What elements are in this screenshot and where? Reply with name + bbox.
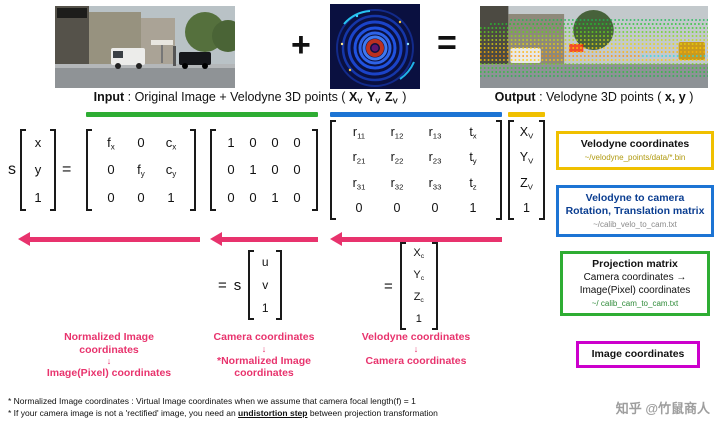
legend-velodyne-path: ~/velodyne_points/data/*.bin: [584, 153, 686, 162]
footnote-1-text: * Normalized Image coordinates : Virtual…: [8, 396, 416, 406]
stage-label-normalized-bottom: *Normalized Image coordinates: [217, 354, 311, 380]
scale-factor-s: s: [8, 161, 16, 178]
footnote-2-post: between projection transformation: [307, 407, 438, 418]
stage-label-normalized: Camera coordinates ↓ *Normalized Image c…: [200, 331, 328, 380]
main-equals-sign: =: [62, 161, 72, 178]
legend-projection-line1: Camera coordinates →: [583, 272, 687, 283]
flow-arrow-to-camera: [330, 232, 502, 246]
legend-velo-to-cam-title2: Rotation, Translation matrix: [565, 205, 705, 217]
legend-projection-line2: Image(Pixel) coordinates: [579, 285, 691, 296]
footnote-2-undistortion: undistortion step: [238, 407, 308, 418]
stage-label-pixel: Normalized Image coordinates ↓ Image(Pix…: [44, 331, 174, 380]
down-arrow-icon: ↓: [106, 356, 112, 366]
rotation-translation-highlight-bar: [330, 112, 502, 117]
legend-velodyne-coordinates: Velodyne coordinates ~/velodyne_points/d…: [556, 131, 714, 170]
footnote-1: * Normalized Image coordinates : Virtual…: [8, 396, 438, 408]
stage-label-velodyne-bottom: Camera coordinates: [365, 354, 467, 367]
input-caption: Input : Original Image + Velodyne 3D poi…: [35, 90, 465, 105]
footnote-2-mid: image, you need an: [158, 407, 239, 418]
equals-operator: =: [437, 24, 457, 62]
input-street-photo: [55, 6, 235, 88]
footnotes: * Normalized Image coordinates : Virtual…: [8, 396, 438, 419]
flow-arrow-to-normalized: [210, 232, 318, 246]
footnote-2-pre: * If your camera image is not a: [8, 407, 126, 418]
footnote-2: * If your camera image is not a 'rectifi…: [8, 408, 438, 420]
input-caption-close: ): [398, 90, 407, 104]
output-caption: Output : Velodyne 3D points ( x, y ): [472, 90, 716, 104]
watermark-text: 知乎 @竹鼠商人: [615, 401, 710, 416]
camera-equals-sign: =: [384, 277, 393, 295]
legend-velo-to-cam-title1: Velodyne to camera: [585, 192, 685, 204]
velodyne-vector-highlight-bar: [508, 112, 545, 117]
flow-arrow-to-pixel: [18, 232, 200, 246]
footnote-2-rectified: 'rectified': [125, 407, 159, 418]
normalized-scale-s: s: [233, 276, 242, 294]
legend-image-title: Image coordinates: [591, 348, 685, 360]
down-arrow-icon: ↓: [261, 343, 267, 354]
stage-label-velodyne: Velodyne coordinates ↓ Camera coordinate…: [351, 331, 481, 367]
watermark: 知乎 @竹鼠商人: [616, 398, 710, 417]
stage-label-pixel-bottom: Image(Pixel) coordinates: [46, 367, 172, 379]
stage-label-normalized-top: Camera coordinates: [213, 331, 315, 343]
output-projection-image: [480, 6, 708, 88]
input-var-y: YV: [366, 90, 381, 106]
legend-projection-matrix: Projection matrix Camera coordinates → I…: [560, 251, 710, 316]
legend-velo-to-cam-path: ~/calib_velo_to_cam.txt: [593, 220, 677, 229]
plus-operator: +: [291, 26, 311, 64]
output-vars: x, y: [664, 90, 686, 104]
legend-image-coordinates: Image coordinates: [576, 341, 700, 368]
normalized-equals-sign: =: [218, 276, 227, 294]
down-arrow-icon: ↓: [413, 343, 419, 354]
input-caption-bold: Input: [93, 90, 125, 104]
legend-velo-to-cam: Velodyne to camera Rotation, Translation…: [556, 185, 714, 237]
stage-label-pixel-top: Normalized Image coordinates: [64, 331, 154, 356]
output-caption-text: : Velodyne 3D points (: [535, 90, 665, 104]
velodyne-pointcloud-image: [330, 4, 420, 89]
output-caption-close: ): [685, 90, 694, 104]
projection-matrix-highlight-bar: [86, 112, 318, 117]
legend-projection-path: ~/ calib_cam_to_cam.txt: [591, 299, 679, 308]
legend-projection-title: Projection matrix: [592, 258, 678, 270]
output-caption-bold: Output: [494, 90, 536, 104]
input-caption-text: : Original Image + Velodyne 3D points (: [124, 90, 349, 104]
input-var-z: ZV: [384, 90, 398, 106]
stage-label-velodyne-top: Velodyne coordinates: [361, 331, 471, 343]
input-var-x: XV: [348, 90, 363, 106]
legend-velodyne-title: Velodyne coordinates: [580, 138, 690, 150]
